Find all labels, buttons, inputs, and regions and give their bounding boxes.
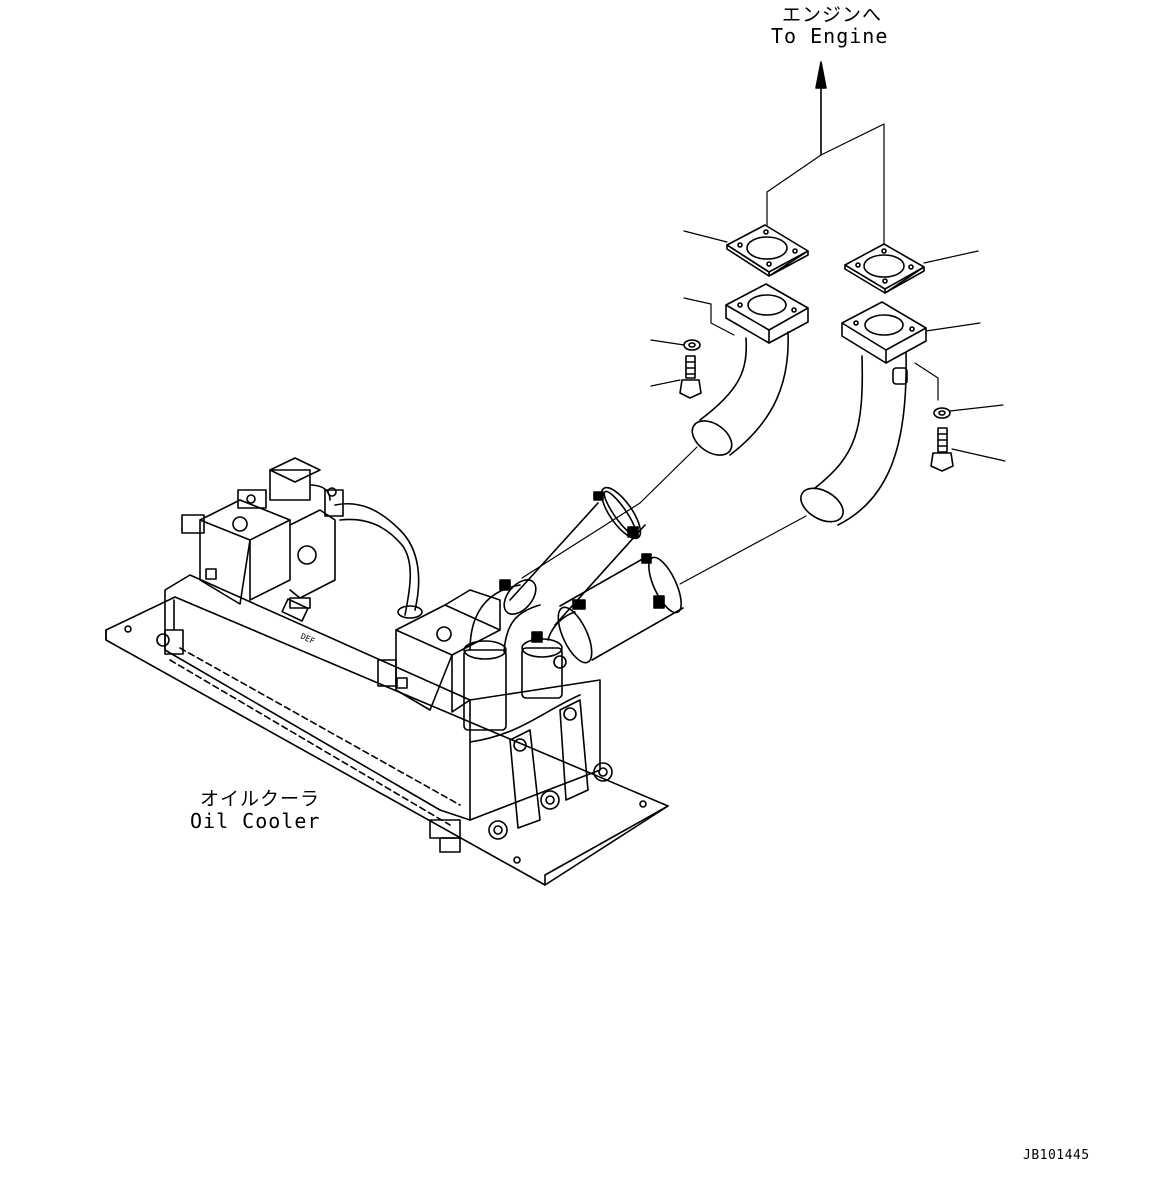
oil-cooler-label-en: Oil Cooler [190,809,321,833]
bolt-right [930,427,1006,472]
to-engine-arrow [766,61,885,245]
cooler-support-legs [509,699,589,829]
drawing-code: JB101445 [1023,1148,1090,1163]
hydraulic-hose [237,457,423,619]
cooler-outlet-elbows [463,579,576,731]
oil-cooler-label-ja: オイルクーラ [200,788,321,810]
elbow-pipe-right [679,301,981,585]
hose-upper [509,486,646,626]
nameplate: DEF [281,598,316,646]
to-engine-label-en: To Engine [771,24,889,48]
cooler-body [156,574,613,853]
gasket-right [844,243,979,294]
gasket-left [683,224,809,277]
svg-text:DEF: DEF [299,632,316,646]
washer-left [650,339,701,351]
elbow-pipe-left [639,283,809,504]
to-engine-label-ja: エンジンへ [782,4,883,26]
valve-block-left [181,499,336,609]
cooler-base-plate [105,596,669,886]
valve-block-right [377,589,501,713]
hose-lower [557,553,684,664]
washer-right [933,404,1004,419]
bolt-left [650,355,702,399]
